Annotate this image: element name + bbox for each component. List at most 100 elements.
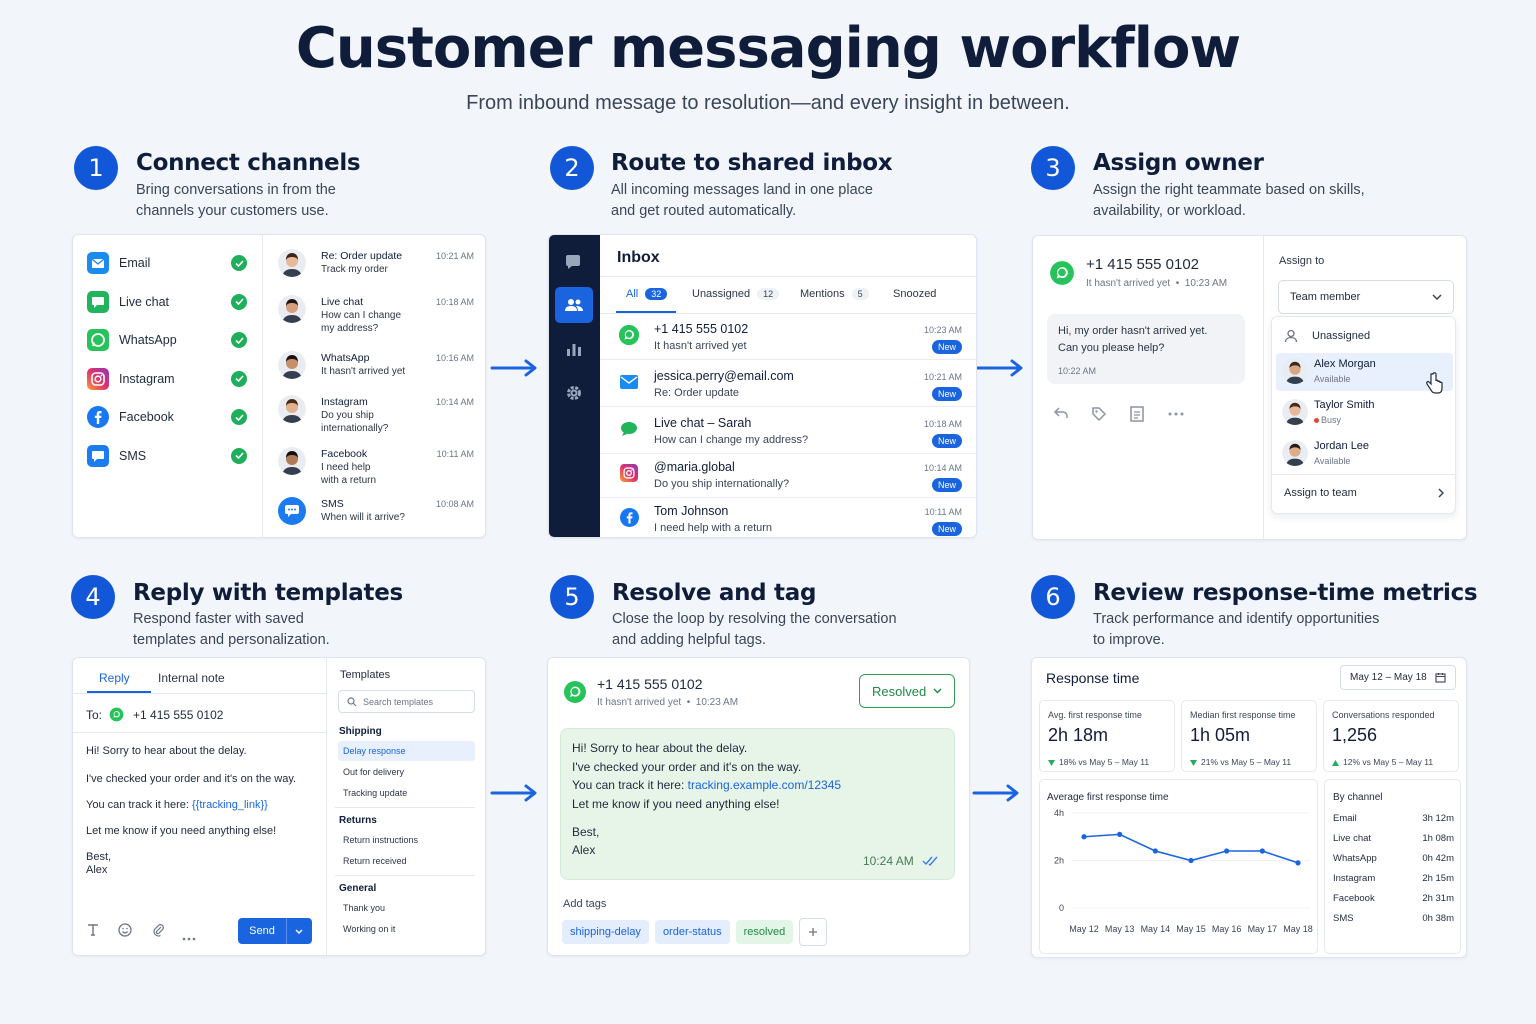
more-icon[interactable]: [182, 928, 196, 946]
step-4-desc: Respond faster with saved templates and …: [133, 611, 330, 648]
tag-chip[interactable]: order-status: [654, 920, 730, 944]
settings-gear-icon[interactable]: [561, 381, 587, 405]
status-dropdown[interactable]: Resolved: [859, 674, 955, 708]
message-preview: I need help: [321, 462, 371, 473]
template-item[interactable]: Return received: [338, 851, 475, 871]
template-label: Return instructions: [343, 835, 419, 845]
channel-item-email[interactable]: Email: [87, 252, 247, 274]
tag-icon[interactable]: [1091, 406, 1107, 427]
assignee-name: Jordan Lee: [1314, 440, 1370, 452]
row-preview: How can I change my address?: [654, 434, 809, 446]
message-time: 10:08 AM: [435, 499, 474, 509]
assign-team-option[interactable]: Assign to team: [1284, 487, 1444, 499]
facebook-icon: [87, 406, 109, 428]
channel-item-sms[interactable]: SMS: [87, 444, 247, 467]
reply-body-line[interactable]: You can track it here: {{tracking_link}}: [86, 799, 268, 811]
tab-mentions[interactable]: Mentions 5: [800, 288, 869, 300]
tab-reply[interactable]: Reply: [99, 671, 130, 685]
message-time: 10:16 AM: [435, 353, 474, 363]
email-icon: [87, 252, 109, 274]
kpi-label: Conversations responded: [1332, 710, 1435, 720]
tracking-link[interactable]: tracking.example.com/12345: [687, 778, 842, 792]
emoji-icon[interactable]: [118, 923, 132, 942]
kpi-value: 1,256: [1332, 725, 1378, 745]
step-4-title: Reply with templates: [133, 580, 403, 606]
time-label: 10:24 AM: [863, 854, 914, 868]
channel-item-facebook[interactable]: Facebook: [87, 406, 247, 428]
send-button[interactable]: Send: [238, 918, 312, 944]
template-item[interactable]: Tracking update: [338, 783, 475, 803]
channel-item-whatsapp[interactable]: WhatsApp: [87, 329, 247, 351]
step-2-number: 2: [550, 146, 594, 190]
text-format-icon[interactable]: [87, 923, 99, 941]
tab-count-badge: 5: [851, 288, 869, 300]
flow-arrow-5-6: [972, 784, 1019, 802]
reply-body-line[interactable]: I've checked your order and it's on the …: [86, 773, 297, 785]
assignee-name: Alex Morgan: [1314, 358, 1376, 370]
reply-body-line[interactable]: Let me know if you need anything else!: [86, 825, 277, 837]
channel-item-live-chat[interactable]: Live chat: [87, 290, 247, 313]
template-item[interactable]: Out for delivery: [338, 762, 475, 782]
tag-chip[interactable]: resolved: [735, 920, 794, 944]
track-prefix: You can track it here:: [572, 778, 688, 792]
search-templates-input[interactable]: Search templates: [338, 690, 475, 713]
analytics-icon[interactable]: [561, 337, 587, 361]
date-range-picker[interactable]: May 12 – May 18: [1340, 665, 1456, 690]
unassigned-option[interactable]: Unassigned: [1284, 329, 1370, 343]
tag-chip[interactable]: shipping-delay: [562, 920, 649, 944]
add-tag-plus-icon[interactable]: [799, 918, 828, 946]
reply-body-line[interactable]: Hi! Sorry to hear about the delay.: [86, 745, 247, 757]
template-item[interactable]: Return instructions: [338, 830, 475, 850]
chart-title: Average first response time: [1047, 792, 1169, 803]
message-time: 10:11 AM: [436, 449, 474, 459]
team-icon[interactable]: [555, 287, 593, 323]
data-point: [1081, 834, 1087, 840]
chevron-down-icon[interactable]: [295, 929, 303, 934]
tab-label: Mentions: [800, 288, 845, 300]
template-item[interactable]: Thank you: [338, 898, 475, 918]
message-bubble: Hi, my order hasn't arrived yet. Can you…: [1047, 314, 1245, 384]
inbox-sidebar: [549, 235, 600, 537]
template-item[interactable]: Working on it: [338, 919, 475, 939]
attachment-icon[interactable]: [152, 922, 164, 942]
channel-item-instagram[interactable]: Instagram: [87, 367, 247, 390]
template-item[interactable]: Delay response: [338, 741, 475, 761]
reply-card: Reply Internal note To: +1 415 555 0102 …: [72, 657, 486, 956]
note-icon[interactable]: [1130, 406, 1144, 427]
chat-icon: [87, 290, 109, 313]
message-preview: my address?: [321, 323, 379, 334]
x-tick-label: May 16: [1212, 924, 1242, 934]
tab-snoozed[interactable]: Snoozed: [893, 288, 936, 300]
to-field[interactable]: To: +1 415 555 0102: [86, 707, 223, 722]
reply-icon[interactable]: [1053, 406, 1069, 425]
tab-internal-note[interactable]: Internal note: [158, 671, 225, 685]
channel-metric-name: Instagram: [1333, 873, 1376, 884]
step-3-desc: Assign the right teammate based on skill…: [1093, 182, 1365, 219]
trend-down-icon: [1190, 753, 1197, 771]
assign-select[interactable]: Team member: [1278, 280, 1454, 314]
more-icon[interactable]: [1168, 407, 1184, 425]
y-tick-label: 4h: [1054, 808, 1064, 818]
chat-icon: [617, 417, 641, 441]
conversations-icon[interactable]: [561, 250, 587, 274]
x-tick-label: May 17: [1248, 924, 1278, 934]
